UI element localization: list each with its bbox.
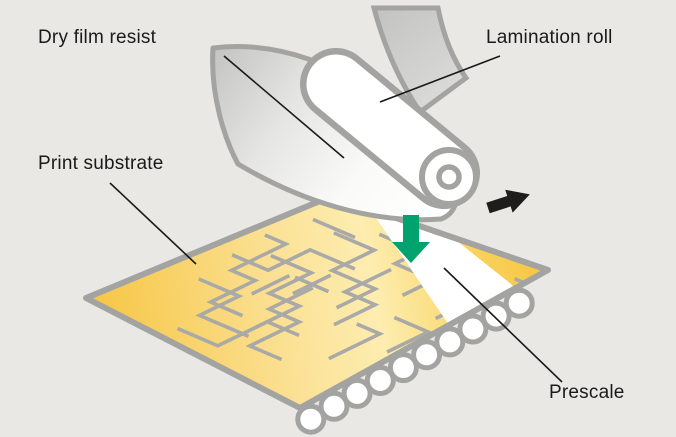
- leader-line-prescale: [443, 267, 563, 383]
- roller: [387, 352, 419, 384]
- leader-line-dry-film: [223, 55, 345, 159]
- press-down-arrow-icon: [392, 215, 430, 263]
- roll-core: [436, 164, 462, 190]
- roller: [457, 313, 489, 345]
- label-lamination-roll: Lamination roll: [486, 27, 613, 48]
- roller: [295, 403, 327, 435]
- label-print-substrate: Print substrate: [38, 153, 164, 174]
- roller: [318, 390, 350, 422]
- label-dry-film-resist: Dry film resist: [38, 27, 157, 48]
- label-prescale: Prescale: [549, 382, 625, 403]
- leader-line-lamination-roll: [379, 55, 501, 103]
- roller: [411, 339, 443, 371]
- lamination-roll-shape: [300, 48, 480, 209]
- roller: [480, 300, 512, 332]
- leader-line-print-substrate: [109, 182, 197, 265]
- conveyor-rollers: [295, 287, 535, 435]
- roller: [503, 287, 535, 319]
- roller: [434, 326, 466, 358]
- feed-direction-arrow-icon: [486, 189, 530, 214]
- roller: [364, 365, 396, 396]
- roller: [341, 377, 373, 409]
- substrate-outline: [83, 193, 551, 411]
